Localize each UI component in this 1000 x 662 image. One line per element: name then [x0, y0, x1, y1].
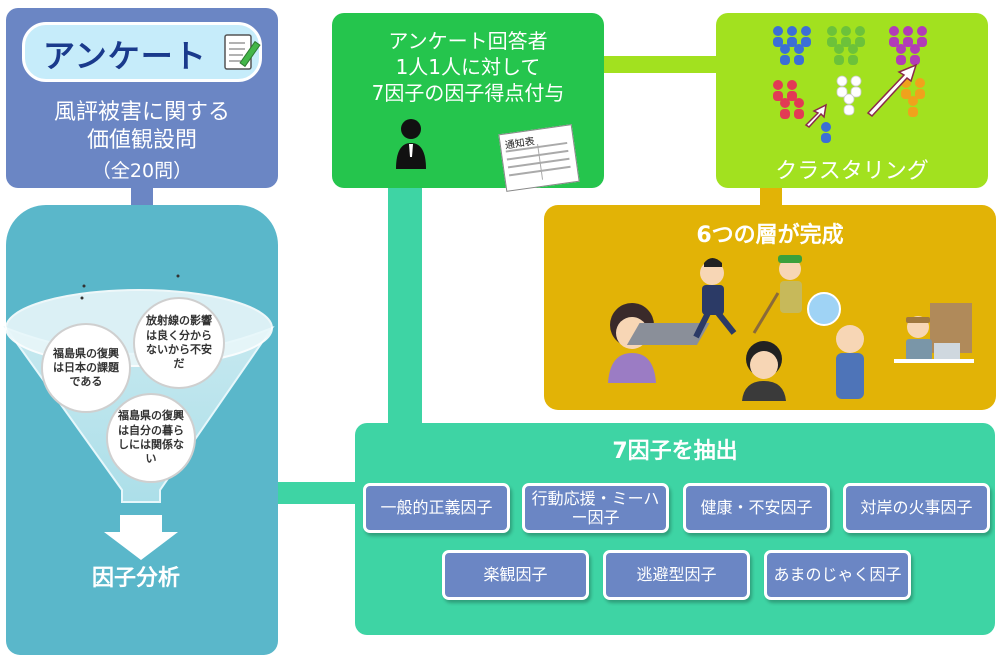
factor-chip-not-my-problem: 対岸の火事因子: [843, 483, 990, 533]
survey-box: アンケート 風評被害に関する 価値観設問 （全20問）: [6, 8, 278, 188]
factor-chip-optimism: 楽観因子: [442, 550, 589, 600]
opinion-bubble-3: 福島県の復興は自分の暮らしには関係ない: [106, 393, 196, 483]
factor-chip-health-anxiety: 健康・不安因子: [683, 483, 830, 533]
factor-chip-avoidance: 逃避型因子: [603, 550, 750, 600]
opinion-bubble-1: 福島県の復興は日本の課題である: [41, 323, 131, 413]
layers-box: 6つの層が完成: [544, 205, 996, 410]
extract-box: 7因子を抽出 一般的正義因子 行動応援・ミーハー因子 健康・不安因子 対岸の火事…: [355, 423, 995, 635]
respondent-line1: アンケート回答者: [388, 29, 548, 53]
factor-analysis-label: 因子分析: [91, 566, 180, 591]
connector-resp-clust: [604, 56, 716, 73]
connector-factor-extract: [278, 482, 355, 504]
layers-title: 6つの層が完成: [696, 223, 844, 248]
survey-badge-text: アンケート: [43, 37, 207, 75]
factor-chip-general-justice: 一般的正義因子: [363, 483, 510, 533]
opinion-bubble-3-text: 福島県の復興は自分の暮らしには関係ない: [118, 409, 184, 466]
report-card-icon: 通知表: [498, 124, 580, 192]
survey-badge: アンケート: [22, 22, 262, 82]
connector-clust-layers: [760, 188, 782, 205]
six-people-illustration: [608, 255, 974, 401]
respondent-line2: 1人1人に対して: [395, 55, 541, 79]
extract-title: 7因子を抽出: [612, 439, 738, 464]
connector-survey-factor: [131, 188, 153, 205]
respondent-line3: 7因子の因子得点付与: [371, 81, 565, 105]
opinion-bubble-2: 放射線の影響は良く分からないから不安だ: [133, 297, 225, 389]
factor-chip-action-support: 行動応援・ミーハー因子: [522, 483, 669, 533]
connector-resp-extract: [388, 188, 422, 423]
clipboard-pencil-icon: [224, 34, 261, 70]
person-icon: [396, 119, 426, 169]
respondent-box: アンケート回答者 1人1人に対して 7因子の因子得点付与 通知表: [332, 13, 604, 192]
opinion-bubble-1-text: 福島県の復興は日本の課題である: [53, 346, 119, 389]
survey-title-line2: 価値観設問: [86, 128, 197, 153]
clustering-box: クラスタリング: [716, 13, 988, 188]
survey-question-count: （全20問）: [91, 160, 193, 182]
survey-title-line1: 風評被害に関する: [53, 100, 230, 125]
opinion-bubble-2-text: 放射線の影響は良く分からないから不安だ: [146, 314, 212, 371]
factor-chip-contrarian: あまのじゃく因子: [764, 550, 911, 600]
clustering-people-icons: [773, 26, 927, 143]
clustering-label: クラスタリング: [775, 159, 929, 184]
